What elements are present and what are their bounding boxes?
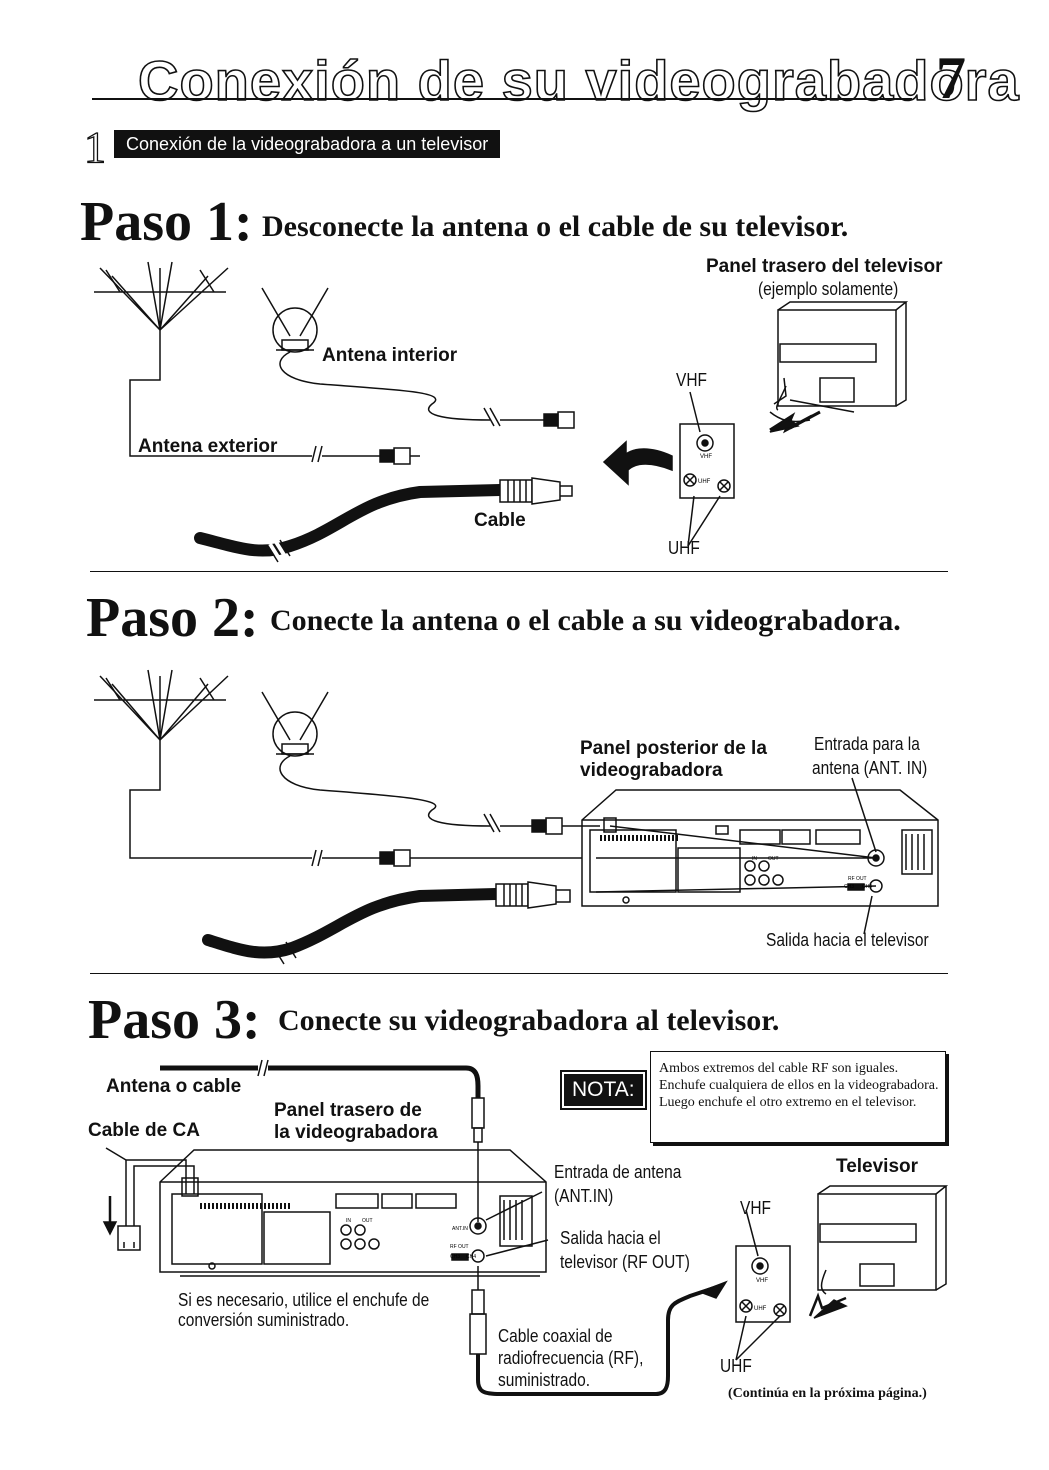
tv-jack-vhf-3: VHF [756, 1278, 768, 1284]
vhf-label-1: VHF [676, 370, 707, 390]
output-to-tv-label: Salida hacia el televisor [766, 930, 929, 950]
indoor-antenna-icon [261, 287, 329, 353]
indoor-antenna-label: Antena interior [322, 345, 458, 366]
vcr-in-3: IN [346, 1218, 351, 1224]
vcr-ch3-2: CH3 [844, 884, 854, 890]
tv-rear-icon-3 [817, 1185, 949, 1295]
page-title: Conexión de su videograbadora [137, 48, 1020, 113]
page-number: 7 [936, 45, 966, 111]
tv-label: Televisor [836, 1156, 919, 1177]
continued-note: (Continúa en la próxima página.) [728, 1386, 927, 1401]
coax-label-2: radiofrecuencia (RF), [498, 1348, 644, 1368]
ant-in-label-1: Entrada para la [814, 734, 920, 754]
ant-in-label-2: antena (ANT. IN) [812, 758, 928, 778]
vhf-label-3: VHF [740, 1198, 771, 1218]
coax-label-1: Cable coaxial de [498, 1326, 613, 1346]
tv-jack-vhf-1: VHF [700, 454, 712, 460]
vcr-ch4-2: CH4 [862, 884, 872, 890]
title-underline [92, 98, 912, 100]
nota-text: Ambos extremos del cable RF son iguales.… [650, 1051, 946, 1143]
divider-1 [90, 571, 948, 572]
vcr-rear-icon-2 [581, 789, 939, 907]
tv-rear-icon-1 [775, 301, 909, 413]
vcr-rear-icon-3 [159, 1149, 547, 1277]
outdoor-antenna-icon-2 [94, 669, 229, 742]
ac-cable-label: Cable de CA [88, 1120, 200, 1141]
tv-panel-note: (ejemplo solamente) [758, 279, 899, 299]
outdoor-antenna-label: Antena exterior [138, 436, 278, 457]
step3-subtitle: Conecte su videograbadora al televisor. [278, 1004, 780, 1037]
vcr-ch4-3: CH4 [466, 1254, 476, 1260]
ant-input-label-2: (ANT.IN) [554, 1186, 614, 1206]
divider-2 [90, 973, 948, 974]
vcr-in-2: IN [752, 856, 757, 862]
vcr-panel-title-2: videograbadora [580, 760, 723, 781]
vcr-ch3-3: CH3 [450, 1254, 460, 1260]
vcr-out-3: OUT [362, 1218, 373, 1224]
indoor-antenna-icon-2 [261, 691, 329, 757]
step3-heading: Paso 3: [88, 989, 261, 1051]
step2-heading: Paso 2: [86, 587, 259, 649]
coax-label-3: suministrado. [498, 1370, 591, 1390]
cable-label: Cable [474, 510, 526, 531]
rf-out-label-1: Salida hacia el [560, 1228, 661, 1248]
adapter-note-1: Si es necesario, utilice el enchufe de [178, 1290, 430, 1310]
vcr-rf-out-2: RF OUT [848, 876, 867, 882]
vcr-rf-out-3: RF OUT [450, 1244, 469, 1250]
step1-subtitle: Desconecte la antena o el cable de su te… [262, 210, 849, 243]
vcr-ant-in-3: ANT.IN [452, 1226, 468, 1232]
tv-jack-uhf-1: UHF [698, 479, 711, 485]
nota-badge: NOTA: [560, 1070, 647, 1110]
ant-input-label-1: Entrada de antena [554, 1162, 682, 1182]
outdoor-antenna-icon [94, 261, 229, 332]
vcr-rear-label-1: Panel trasero de [274, 1100, 422, 1121]
step1-heading: Paso 1: [80, 191, 253, 253]
uhf-label-3: UHF [720, 1356, 752, 1376]
rf-out-label-2: televisor (RF OUT) [560, 1252, 690, 1272]
step2-subtitle: Conecte la antena o el cable a su videog… [270, 604, 901, 637]
adapter-note-2: conversión suministrado. [178, 1310, 350, 1330]
vcr-out-2: OUT [768, 856, 779, 862]
section-title: Conexión de la videograbadora a un telev… [114, 130, 501, 158]
antenna-or-cable-label: Antena o cable [106, 1076, 242, 1097]
vcr-panel-title-1: Panel posterior de la [580, 738, 767, 759]
vcr-rear-label-2: la videograbadora [274, 1122, 438, 1143]
section-number: 1 [83, 123, 106, 172]
tv-panel-title: Panel trasero del televisor [706, 256, 943, 277]
uhf-label-1: UHF [668, 538, 700, 558]
tv-jack-uhf-3: UHF [754, 1306, 767, 1312]
